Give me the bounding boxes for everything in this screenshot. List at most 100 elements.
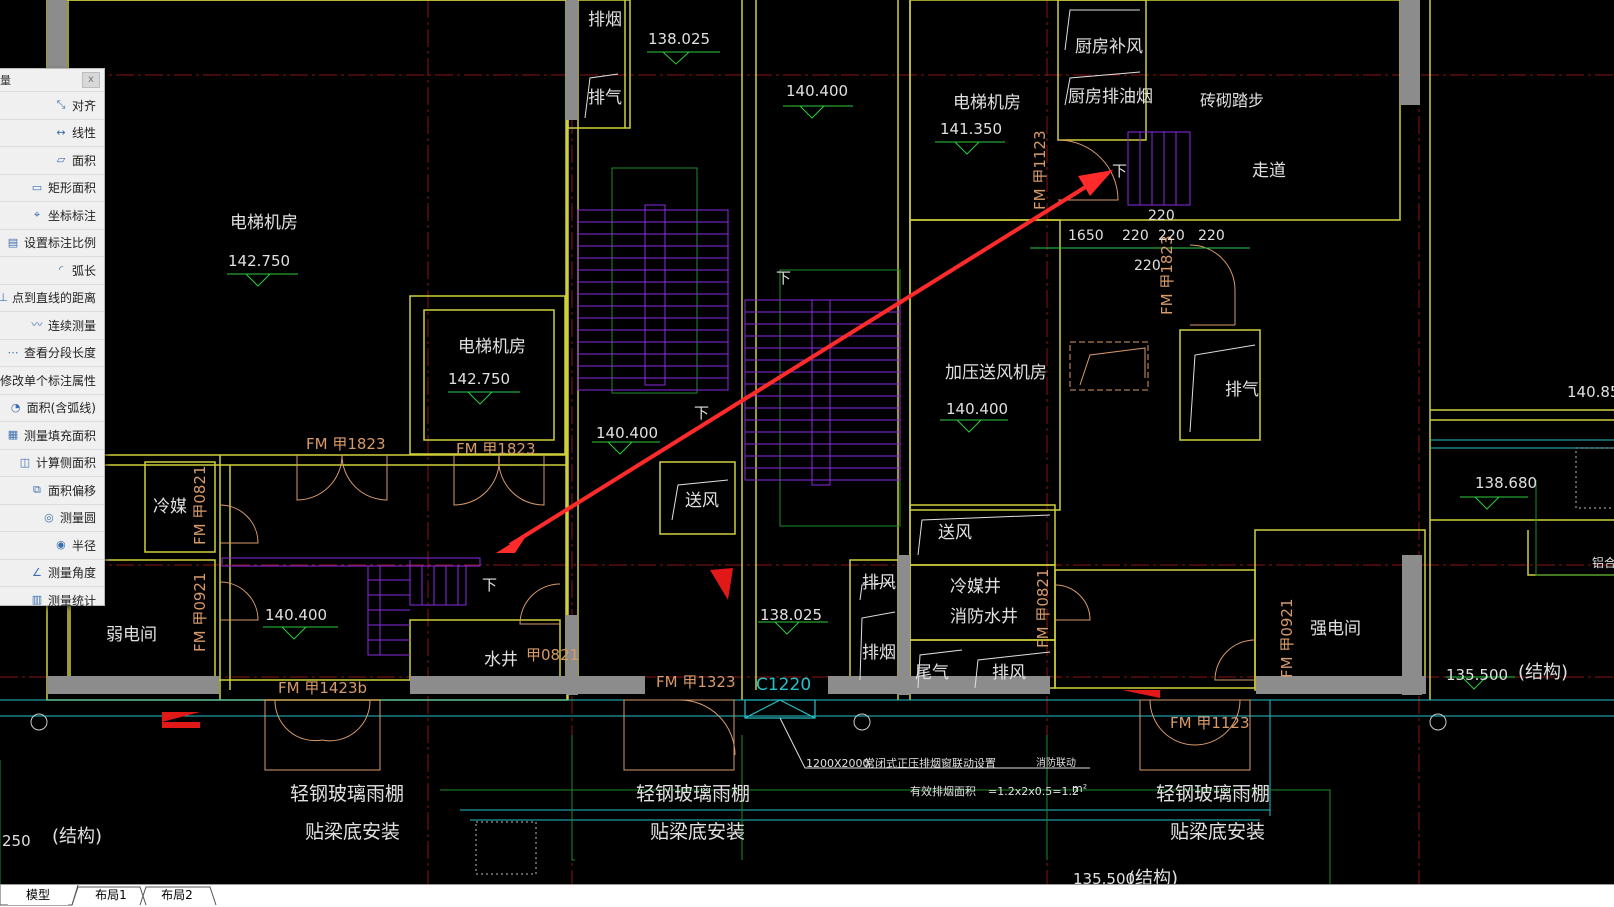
tab-outlines xyxy=(0,885,217,906)
panel-item[interactable]: ⋯ 查看分段长度 xyxy=(0,338,104,367)
panel-item[interactable]: ▥ 测量统计 xyxy=(0,586,104,614)
door-label: FM 甲1123 xyxy=(1031,130,1049,210)
panel-item-label: 测量统计 xyxy=(47,593,96,608)
stair-down-label: 下 xyxy=(776,269,791,287)
column-circles xyxy=(30,713,1447,731)
room-label: 电梯机房 xyxy=(458,337,526,357)
panel-item[interactable]: ◔ 面积(含弧线) xyxy=(0,393,104,422)
linear-measure-icon: ↔ xyxy=(56,125,66,139)
room-label: 冷媒 xyxy=(153,497,187,517)
room-label: (结构) xyxy=(52,826,102,847)
room-label: 贴梁底安装 xyxy=(1170,821,1265,843)
measure-tool-panel: 量 x ⤡对齐 ↔ 线性 ▱面积▭矩形面积⌖坐标标注▤设置标注比例◜弧长⊥点到直线的距… xyxy=(0,68,105,608)
tab-layout2[interactable]: 布局2 xyxy=(161,888,193,902)
note-text: 有效排烟面积 xyxy=(910,784,976,798)
arc-area-icon: ◔ xyxy=(10,400,21,414)
panel-item[interactable]: ▤设置标注比例 xyxy=(0,228,104,257)
room-label: 排风 xyxy=(862,573,896,593)
elevation-markers xyxy=(227,51,1528,690)
door-labels: FM 甲1823 FM 甲1823 FM 甲1423b FM 甲1323 FM … xyxy=(191,130,1296,732)
shaft-marks xyxy=(584,9,1256,689)
tab-model[interactable]: 模型 xyxy=(8,885,68,905)
panel-item[interactable]: ▭矩形面积 xyxy=(0,173,104,202)
door-label: FM 甲0821 xyxy=(191,465,209,545)
room-label: 水井 xyxy=(484,650,518,670)
measure-arrow xyxy=(496,170,1113,553)
dotted-boxes xyxy=(475,447,1614,875)
door-label: FM 甲0921 xyxy=(1278,598,1296,678)
panel-item[interactable]: ⤡对齐 xyxy=(0,91,104,119)
point-line-icon: ⊥ xyxy=(0,290,8,304)
room-label: 走道 xyxy=(1252,161,1286,181)
panel-item-label: 测量圆 xyxy=(59,511,96,526)
room-label: 排风 xyxy=(992,663,1026,683)
panel-item-label: 半径 xyxy=(71,538,96,553)
door-label: FM 甲0921 xyxy=(191,572,209,652)
cad-drawing-canvas[interactable]: 电梯机房 电梯机房 电梯机房 厨房补风 厨房排油烟 砖砌踏步 走道 加压送风机房… xyxy=(0,0,1614,884)
angle-icon: ∠ xyxy=(32,565,42,579)
panel-item-label: 查看分段长度 xyxy=(23,346,96,361)
panel-item[interactable]: ⊥点到直线的距离 xyxy=(0,283,104,312)
panel-item[interactable]: ◜弧长 xyxy=(0,256,104,284)
stair-down-labels: 下 下 下 下 xyxy=(482,162,1127,594)
panel-title: 量 xyxy=(0,74,11,87)
room-label: 砖砌踏步 xyxy=(1200,91,1264,110)
panel-item[interactable]: ◎测量圆 xyxy=(0,503,104,532)
elevation-label: 142.750 xyxy=(228,252,290,270)
area-icon: ▱ xyxy=(56,153,66,167)
axis-lines xyxy=(0,0,1614,884)
dimension-labels: 220 1650 220 220 220 220 xyxy=(1068,208,1225,274)
elevation-labels: 138.025 140.400 141.350 142.750 142.750 … xyxy=(2,30,1614,884)
panel-item-label: 线性 xyxy=(71,126,96,141)
panel-item[interactable]: ∠ 测量角度 xyxy=(0,558,104,587)
panel-item-label: 矩形面积 xyxy=(47,181,96,196)
stair-down-label: 下 xyxy=(482,576,497,594)
panel-item-label: 弧长 xyxy=(71,263,96,278)
elevation-label: 142.750 xyxy=(448,370,510,388)
door-label: FM 甲1823 xyxy=(306,435,386,453)
room-label: (结构) xyxy=(1518,662,1568,683)
panel-item[interactable]: ◫计算侧面积 xyxy=(0,448,104,477)
panel-item-list: ⤡对齐 ↔ 线性 ▱面积▭矩形面积⌖坐标标注▤设置标注比例◜弧长⊥点到直线的距离〰连续… xyxy=(0,91,104,614)
panel-item[interactable]: ⧉面积偏移 xyxy=(0,476,104,504)
door-label: FM 甲1323 xyxy=(656,673,736,691)
elevation-label: 141.350 xyxy=(940,120,1002,138)
room-label: 电梯机房 xyxy=(230,213,298,233)
door-label: FM 甲1823 xyxy=(1158,235,1176,315)
elevation-label: 140.850 xyxy=(1567,383,1614,401)
panel-item[interactable]: ⌖坐标标注 xyxy=(0,201,104,229)
panel-item[interactable]: 〰连续测量 xyxy=(0,311,104,339)
room-label: 消防联动 xyxy=(1036,756,1076,769)
room-label: 强电间 xyxy=(1310,619,1361,639)
dimension-label: 220 xyxy=(1122,228,1149,244)
panel-titlebar[interactable]: 量 x xyxy=(0,69,104,91)
dimension-label: 1650 xyxy=(1068,228,1104,244)
elevation-label: 140.400 xyxy=(786,82,848,100)
tab-layout1[interactable]: 布局1 xyxy=(95,888,127,902)
panel-item[interactable]: ▱面积 xyxy=(0,146,104,174)
door-label: FM 甲0821 xyxy=(1034,568,1052,648)
align-measure-icon: ⤡ xyxy=(56,98,66,112)
elevation-label: 135.500 xyxy=(1446,666,1508,684)
close-icon[interactable]: x xyxy=(82,72,100,88)
panel-item[interactable]: ✎修改单个标注属性 xyxy=(0,366,104,394)
dimension-label: 220 xyxy=(1198,228,1225,244)
room-label: 送风 xyxy=(685,491,719,511)
panel-item-label: 面积(含弧线) xyxy=(26,401,96,416)
note-text: =1.2x2x0.5=1.2 xyxy=(988,785,1079,798)
structural-walls xyxy=(47,0,1426,695)
panel-item[interactable]: ▦测量填充面积 xyxy=(0,421,104,449)
elevation-label: 135.500 xyxy=(1073,870,1135,884)
window-label: C1220 xyxy=(756,675,811,695)
panel-item-label: 面积偏移 xyxy=(47,483,96,498)
segment-length-icon: ⋯ xyxy=(7,345,19,359)
panel-item-label: 测量角度 xyxy=(47,566,96,581)
panel-item[interactable]: ◉半径 xyxy=(0,531,104,559)
stair-down-label: 下 xyxy=(694,404,709,422)
continuous-measure-icon: 〰 xyxy=(31,318,43,332)
coordinate-icon: ⌖ xyxy=(33,208,41,222)
panel-item[interactable]: ↔ 线性 xyxy=(0,118,104,147)
statistics-icon: ▥ xyxy=(31,593,43,607)
room-label: 排气 xyxy=(588,88,622,108)
dimension-label: 220 xyxy=(1158,228,1185,244)
